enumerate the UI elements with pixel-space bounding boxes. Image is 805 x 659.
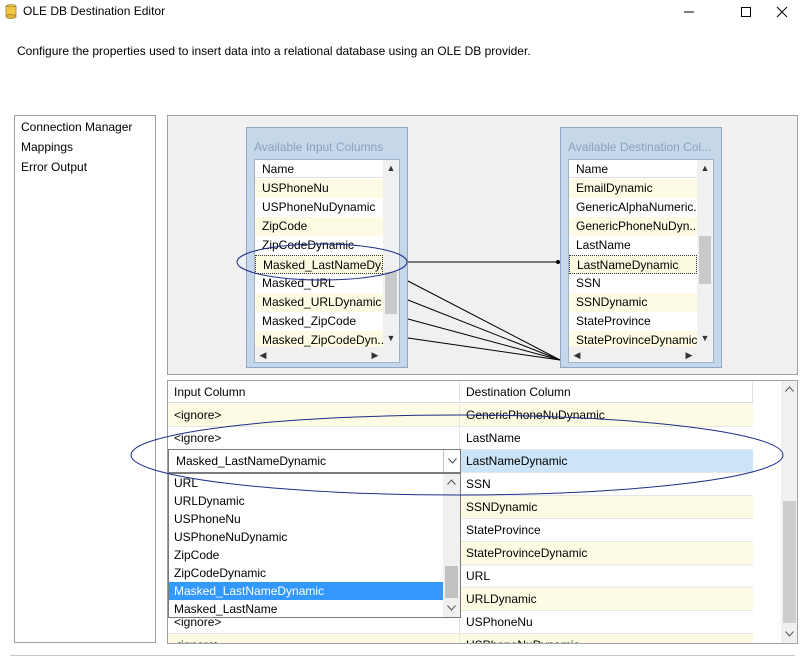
table-row[interactable]: <ignore> GenericPhoneNuDynamic (168, 404, 753, 427)
grid-cell-destination: USPhoneNuDynamic (460, 634, 753, 643)
input-list-item[interactable]: Masked_URLDynamic (255, 293, 383, 312)
destination-list-header: Name (569, 160, 697, 178)
maximize-icon (741, 7, 751, 17)
input-list-item[interactable]: ZipCode (255, 217, 383, 236)
scroll-thumb[interactable] (385, 272, 397, 314)
dropdown-option[interactable]: ZipCodeDynamic (174, 566, 267, 580)
grid-cell-input[interactable]: <ignore> (168, 634, 460, 643)
input-list-item[interactable]: Masked_URL (262, 276, 335, 290)
grid-cell-destination: URL (460, 565, 753, 588)
combobox-value: Masked_LastNameDynamic (176, 454, 327, 468)
dropdown-option[interactable]: USPhoneNuDynamic (174, 530, 288, 544)
destination-box-title: Available Destination Col... (568, 140, 712, 154)
grid-header-destination-column[interactable]: Destination Column (460, 381, 753, 403)
input-list-item[interactable]: Masked_ZipCode (262, 314, 357, 328)
scroll-right-icon[interactable]: ▶ (371, 350, 379, 360)
grid-cell-input[interactable]: <ignore> (168, 427, 460, 450)
scroll-down-icon[interactable]: ▼ (700, 333, 710, 343)
destination-list-item[interactable]: SSN (576, 276, 601, 290)
grid-cell-input[interactable]: <ignore> (168, 611, 460, 634)
scroll-down-icon[interactable]: ▼ (386, 333, 396, 343)
scroll-thumb[interactable] (445, 566, 458, 598)
close-icon (776, 6, 788, 18)
scroll-down-icon[interactable] (447, 605, 456, 611)
grid-cell-destination: SSNDynamic (460, 496, 753, 519)
destination-list-item[interactable]: StateProvince (576, 314, 651, 328)
destination-list-item[interactable]: EmailDynamic (569, 179, 697, 198)
page-description: Configure the properties used to insert … (17, 44, 531, 58)
mapping-diagram: Available Input Columns Name USPhoneNu U… (167, 115, 798, 375)
grid-cell-destination: SSN (460, 473, 753, 496)
dropdown-option[interactable]: URL (174, 476, 199, 490)
dropdown-option-selected[interactable]: Masked_LastNameDynamic (169, 582, 444, 600)
input-column-combobox[interactable]: Masked_LastNameDynamic (168, 449, 461, 473)
input-list-item[interactable]: USPhoneNuDynamic (262, 200, 376, 214)
destination-list-item[interactable]: LastName (576, 238, 631, 252)
grid-cell-destination: StateProvinceDynamic (460, 542, 753, 565)
table-row[interactable]: <ignore> USPhoneNu (168, 611, 753, 634)
dropdown-option[interactable]: URLDynamic (174, 494, 245, 508)
destination-column-list: Name EmailDynamic GenericAlphaNumeric...… (568, 159, 714, 363)
dropdown-option[interactable]: Masked_LastName (174, 602, 278, 616)
minimize-icon (684, 11, 694, 13)
destination-list-item[interactable]: GenericAlphaNumeric... (576, 200, 697, 214)
nav-item-error-output[interactable]: Error Output (21, 160, 88, 174)
scroll-left-icon[interactable]: ◀ (573, 350, 581, 360)
destination-list-scrollbar[interactable]: ▲ ▼ (697, 160, 713, 349)
chevron-down-icon (447, 458, 457, 464)
available-input-columns-box: Available Input Columns Name USPhoneNu U… (246, 127, 408, 368)
title-bar: OLE DB Destination Editor (0, 0, 805, 24)
input-box-title: Available Input Columns (254, 140, 384, 154)
destination-list-item[interactable]: GenericPhoneNuDyn... (569, 217, 697, 236)
input-column-list: Name USPhoneNu USPhoneNuDynamic ZipCode … (254, 159, 400, 363)
scroll-up-icon[interactable]: ▲ (386, 163, 396, 173)
dropdown-option[interactable]: USPhoneNu (174, 512, 241, 526)
minimize-button[interactable] (666, 0, 712, 24)
scroll-thumb[interactable] (699, 236, 711, 284)
nav-item-mappings[interactable]: Mappings (21, 140, 74, 154)
dropdown-scrollbar[interactable] (443, 474, 460, 617)
grid-cell-destination: LastNameDynamic (460, 450, 753, 473)
input-list-item[interactable]: ZipCodeDynamic (262, 238, 355, 252)
destination-list-item[interactable]: StateProvinceDynamic (569, 331, 697, 350)
maximize-button[interactable] (723, 0, 769, 24)
table-row[interactable]: <ignore> LastName (168, 427, 753, 450)
scroll-up-icon[interactable] (785, 386, 794, 392)
grid-cell-destination: USPhoneNu (460, 611, 753, 634)
grid-cell-input[interactable]: <ignore> (168, 404, 460, 427)
editor-nav: Connection Manager Mappings Error Output (14, 115, 156, 643)
grid-scrollbar[interactable] (781, 381, 797, 643)
grid-header-input-column[interactable]: Input Column (168, 381, 460, 403)
available-destination-columns-box: Available Destination Col... Name EmailD… (560, 127, 722, 368)
app-icon (5, 4, 17, 19)
table-row[interactable]: <ignore> USPhoneNuDynamic (168, 634, 753, 643)
scroll-right-icon[interactable]: ▶ (685, 350, 693, 360)
grid-cell-destination: StateProvince (460, 519, 753, 542)
destination-list-item-selected[interactable]: LastNameDynamic (569, 255, 697, 274)
scroll-up-icon[interactable] (447, 479, 456, 485)
input-list-header: Name (255, 160, 383, 178)
grid-cell-destination: LastName (460, 427, 753, 450)
grid-cell-destination: URLDynamic (460, 588, 753, 611)
input-list-hscrollbar[interactable]: ◀ ▶ (255, 347, 399, 362)
input-list-scrollbar[interactable]: ▲ ▼ (383, 160, 399, 349)
input-list-item[interactable]: USPhoneNu (255, 179, 383, 198)
destination-list-hscrollbar[interactable]: ◀ ▶ (569, 347, 713, 362)
close-button[interactable] (759, 0, 805, 24)
input-list-item[interactable]: Masked_ZipCodeDyn... (255, 331, 383, 350)
scroll-thumb[interactable] (783, 501, 796, 623)
window-title: OLE DB Destination Editor (23, 4, 166, 18)
input-column-dropdown: URL URLDynamic USPhoneNu USPhoneNuDynami… (168, 473, 461, 618)
input-list-item-selected[interactable]: Masked_LastNameDy... (255, 255, 383, 274)
combobox-dropdown-button[interactable] (443, 450, 460, 472)
nav-item-connection-manager[interactable]: Connection Manager (21, 120, 133, 134)
destination-list-item[interactable]: SSNDynamic (569, 293, 697, 312)
scroll-up-icon[interactable]: ▲ (700, 163, 710, 173)
grid-cell-destination: GenericPhoneNuDynamic (460, 404, 753, 427)
scroll-down-icon[interactable] (785, 631, 794, 637)
bottom-divider (10, 655, 795, 656)
dropdown-option[interactable]: ZipCode (174, 548, 220, 562)
scroll-left-icon[interactable]: ◀ (259, 350, 267, 360)
